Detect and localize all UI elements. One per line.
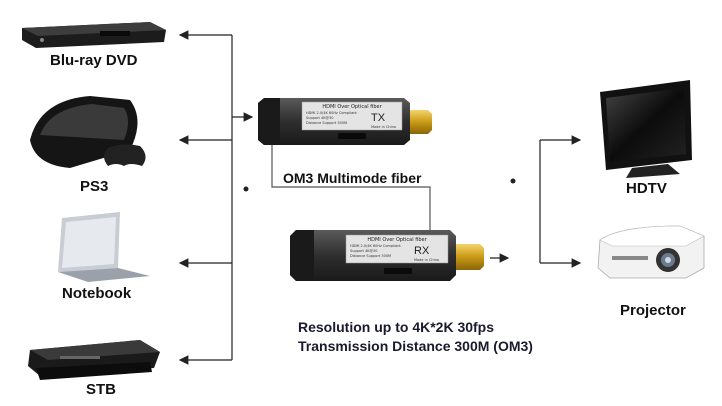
label-hdtv: HDTV (626, 180, 667, 197)
label-ps3: PS3 (80, 178, 109, 195)
projector-icon (597, 225, 705, 279)
tx-header: HDMI Over Optical fiber (322, 104, 382, 110)
label-notebook: Notebook (62, 285, 132, 302)
source-bus (178, 30, 254, 365)
tx-code: TX (371, 112, 386, 124)
notebook-laptop-icon (58, 212, 150, 282)
tx-spec-2: Support 4K@30 (306, 116, 333, 120)
tx-spec-3: Distance Support 300M (306, 121, 347, 125)
tx-made-in: Made in China (371, 125, 396, 129)
bluray-player-icon (22, 22, 166, 48)
junction-dot (243, 186, 249, 192)
display-bus (490, 135, 582, 268)
ps3-console-icon (30, 96, 146, 168)
tx-spec-1: HDMI 2.0/4K 60Hz Compliant (306, 111, 357, 115)
set-top-box-icon (28, 340, 160, 380)
rx-spec-2: Support 4K@30 (350, 249, 377, 253)
tx-module (258, 98, 432, 145)
hdtv-icon (600, 80, 692, 178)
fiber-label: OM3 Multimode fiber (283, 170, 422, 186)
label-projector: Projector (620, 302, 686, 319)
rx-spec-3: Distance Support 300M (350, 254, 391, 258)
rx-code: RX (414, 245, 430, 257)
rx-made-in: Made in China (414, 258, 439, 262)
rx-module (290, 230, 484, 281)
junction-dot-right (510, 178, 516, 184)
label-bluray: Blu-ray DVD (50, 52, 138, 69)
rx-spec-1: HDMI 2.0/4K 60Hz Compliant (350, 244, 401, 248)
spec-distance: Transmission Distance 300M (OM3) (298, 338, 533, 354)
spec-resolution: Resolution up to 4K*2K 30fps (298, 319, 495, 335)
label-stb: STB (86, 381, 116, 398)
fiber-cable (271, 143, 431, 232)
rx-header: HDMI Over Optical fiber (367, 237, 427, 243)
